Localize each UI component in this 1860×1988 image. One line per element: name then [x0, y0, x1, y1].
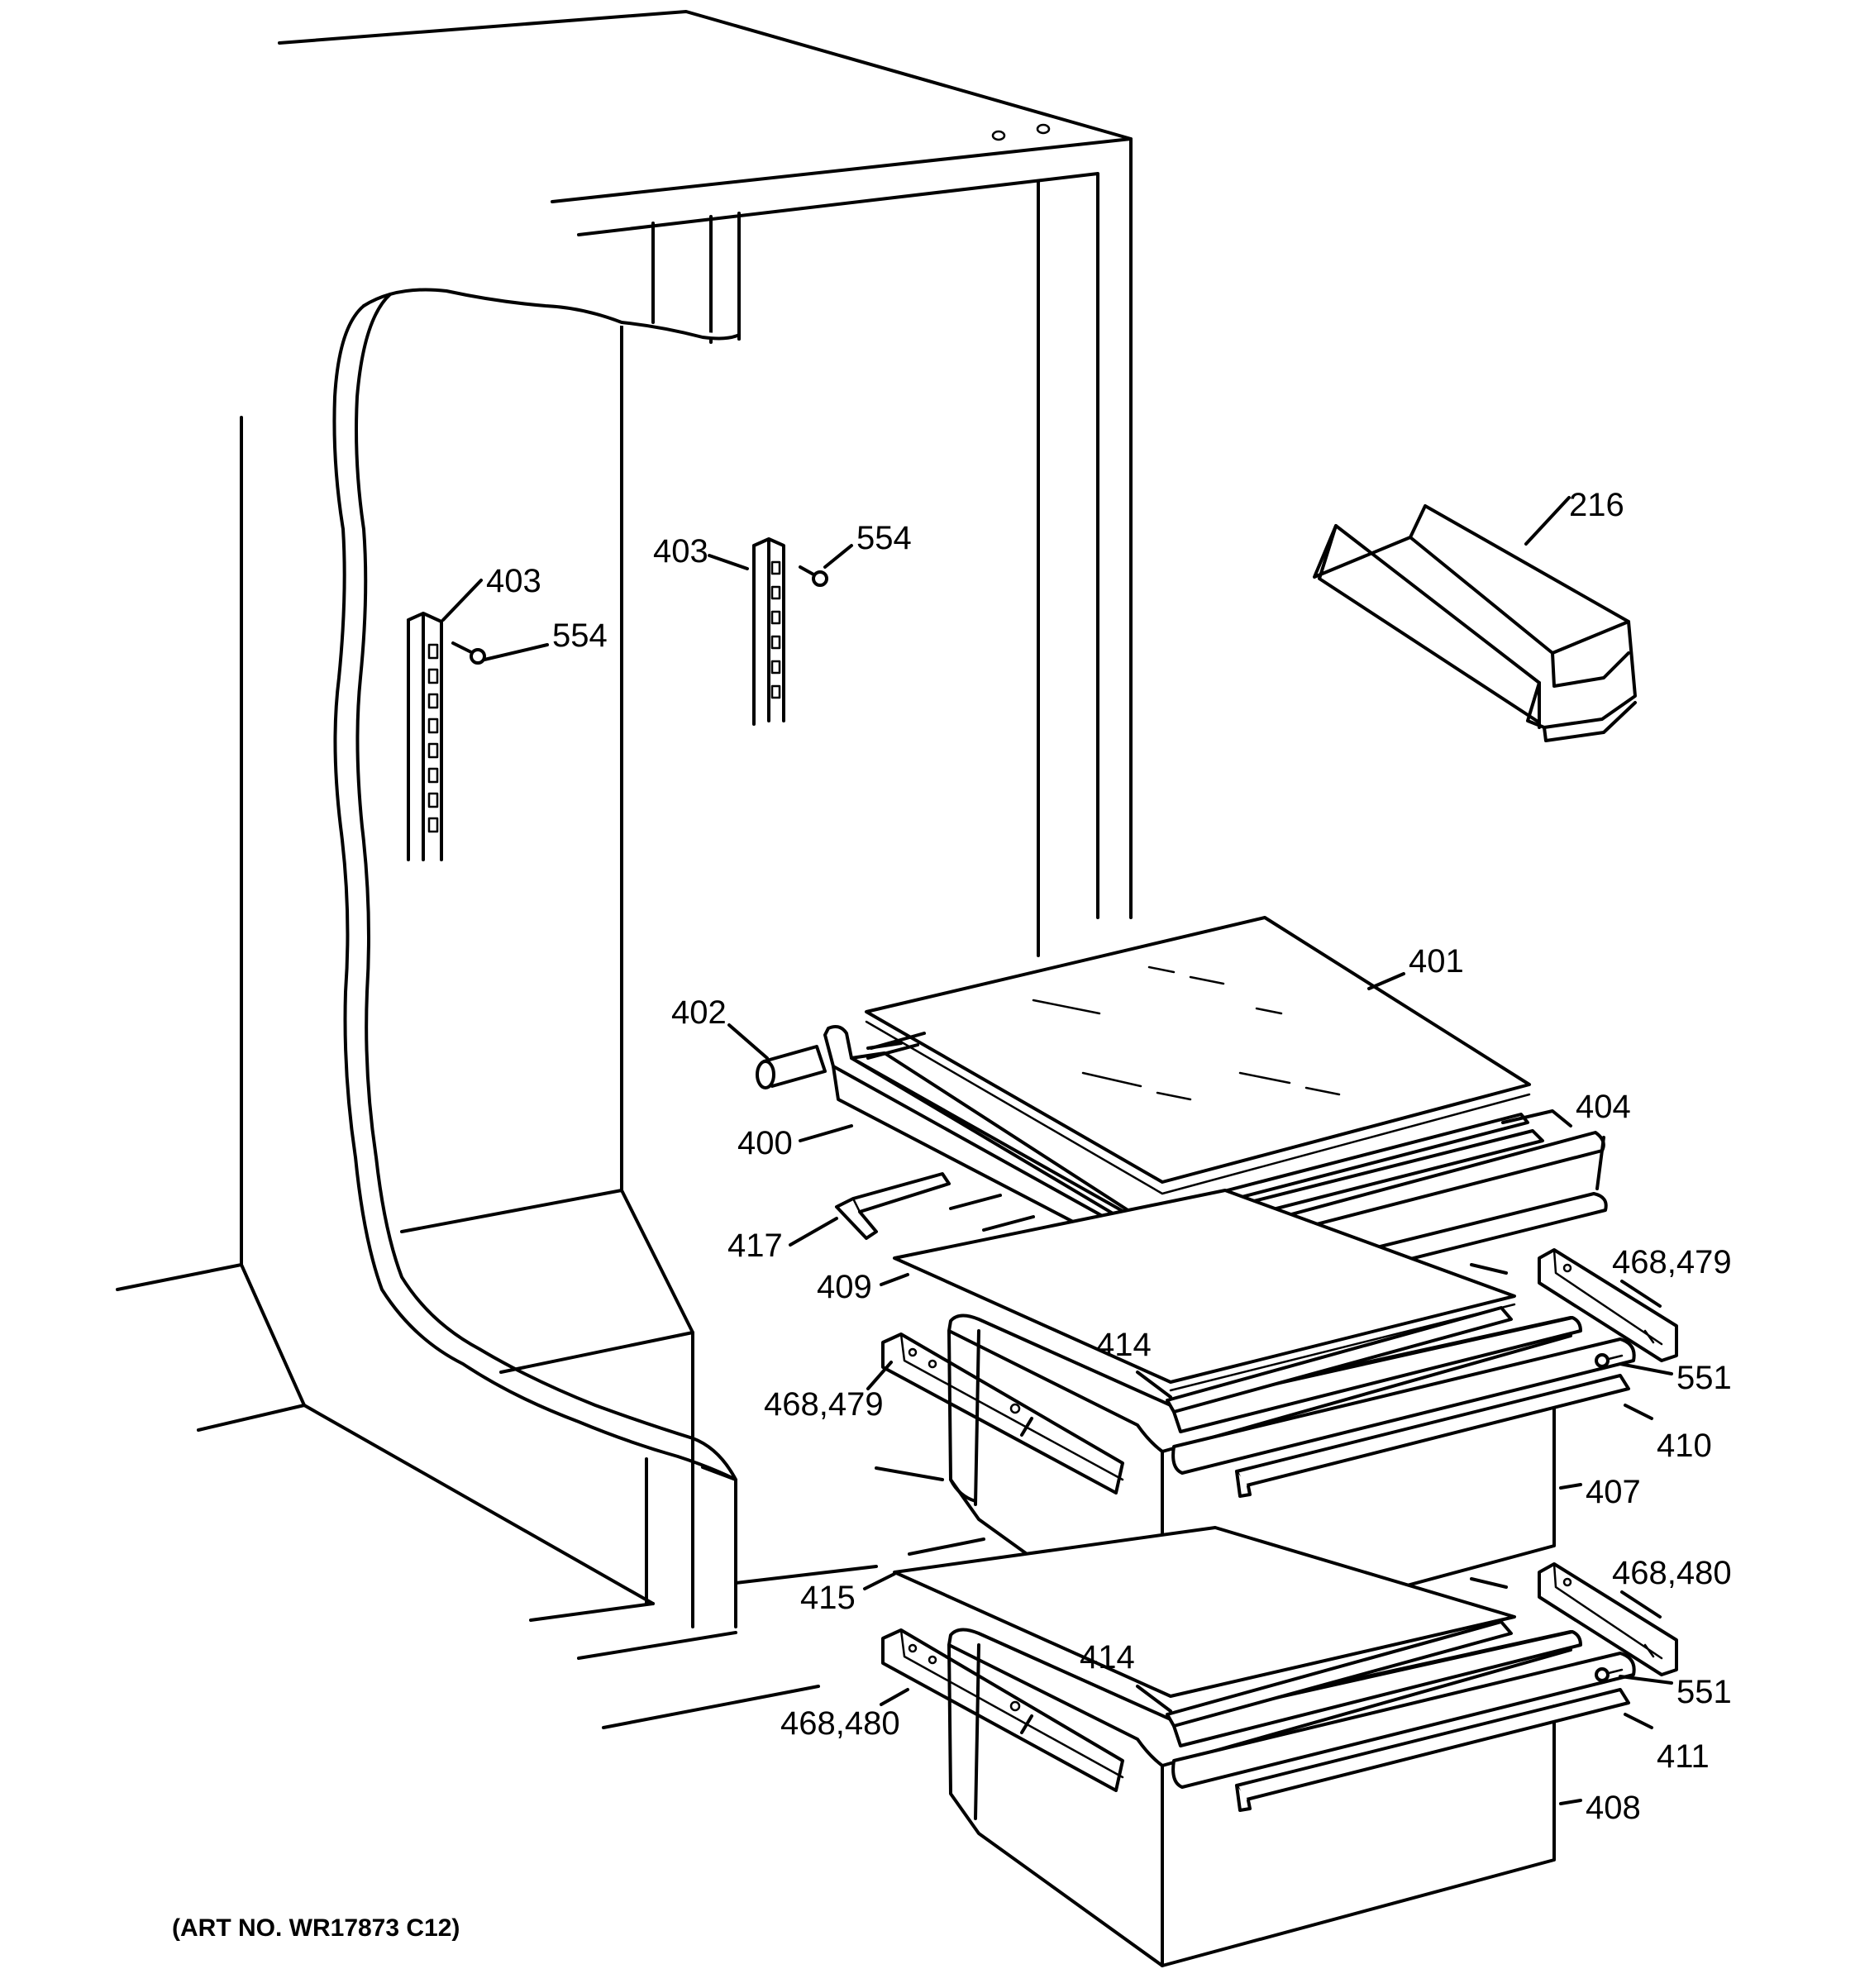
- art-number: (ART NO. WR17873 C12): [172, 1914, 460, 1942]
- label-409: 409: [817, 1269, 872, 1305]
- label-404: 404: [1576, 1089, 1631, 1125]
- label-414-upper: 414: [1096, 1327, 1152, 1363]
- label-403-right: 403: [653, 533, 708, 570]
- screw-right: [799, 565, 828, 587]
- label-551-upper: 551: [1676, 1360, 1732, 1396]
- label-401: 401: [1409, 943, 1464, 980]
- label-554-right: 554: [856, 520, 912, 556]
- label-554-left: 554: [552, 617, 608, 654]
- part-labels: 216 403 554 403 554 401 402 400 404 417 …: [172, 487, 1732, 1942]
- label-468-480-left: 468,480: [780, 1705, 900, 1742]
- crisper-drawer-lower: [947, 1620, 1636, 1967]
- label-551-lower: 551: [1676, 1674, 1732, 1710]
- crisper-cover-glass-lower: [875, 1466, 1516, 1698]
- cabinet: [116, 10, 1133, 1729]
- label-216: 216: [1569, 487, 1624, 523]
- label-403-left: 403: [486, 563, 541, 599]
- screw-left: [451, 641, 486, 665]
- slide-rail-right-lower: [1470, 1562, 1678, 1676]
- shelf-ladder-right: [752, 537, 785, 726]
- label-468-479-left: 468,479: [764, 1386, 884, 1423]
- label-415: 415: [800, 1580, 856, 1616]
- slide-rail-left-lower: [881, 1628, 1124, 1792]
- label-414-lower: 414: [1080, 1639, 1135, 1676]
- slide-rail-right-upper: [1470, 1248, 1678, 1362]
- label-468-480-right: 468,480: [1612, 1555, 1732, 1591]
- leader-lines: [441, 496, 1673, 1805]
- label-402: 402: [671, 994, 727, 1031]
- crisper-drawer-upper: [947, 1306, 1636, 1653]
- label-410: 410: [1657, 1428, 1712, 1464]
- shelf-bracket: [835, 1172, 1035, 1240]
- label-411: 411: [1657, 1738, 1710, 1775]
- label-468-479-right: 468,479: [1612, 1244, 1732, 1280]
- glass-shelf: [865, 916, 1531, 1195]
- door-bin: [1313, 504, 1637, 742]
- label-417: 417: [727, 1228, 783, 1264]
- label-407: 407: [1586, 1474, 1641, 1510]
- label-400: 400: [737, 1125, 793, 1161]
- screw-551-upper: [1595, 1353, 1624, 1368]
- shelf-ladder-left: [407, 612, 443, 861]
- screw-551-lower: [1595, 1667, 1624, 1682]
- label-408: 408: [1586, 1790, 1641, 1826]
- slide-rail-left-upper: [881, 1332, 1124, 1495]
